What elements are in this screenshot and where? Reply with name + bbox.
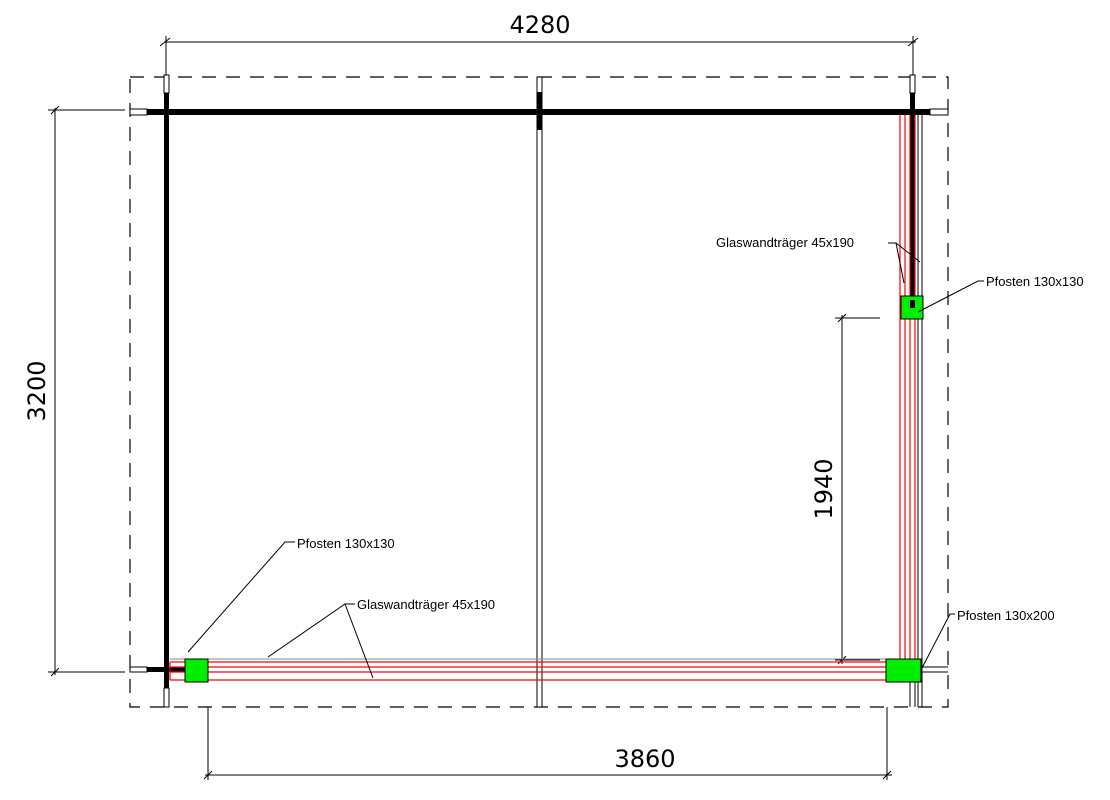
bottom-wall-stub xyxy=(147,667,187,672)
right-wall-top-end xyxy=(909,74,916,94)
bottom-wall-end-left xyxy=(129,666,148,673)
left-wall-top-end xyxy=(163,74,170,94)
left-wall xyxy=(164,93,169,688)
label-glass-beam-bottom: Glaswandträger 45x190 xyxy=(357,597,495,612)
leader-lines xyxy=(187,242,984,679)
dimension-left-label: 3200 xyxy=(23,360,51,421)
post-bottom-right xyxy=(885,658,922,683)
label-post-right: Pfosten 130x130 xyxy=(986,274,1084,289)
dimension-post-label: 1940 xyxy=(810,458,838,519)
dimension-top-label: 4280 xyxy=(509,11,570,39)
middle-rafter xyxy=(536,76,543,708)
post-bottom-left xyxy=(184,658,209,683)
bottom-beam-lines xyxy=(170,658,948,673)
right-wall xyxy=(910,93,915,303)
dimension-post xyxy=(835,313,880,665)
glass-beam-bottom xyxy=(169,661,920,681)
glass-beam-right xyxy=(899,115,916,680)
label-post-bottom-left: Pfosten 130x130 xyxy=(297,536,395,551)
top-wall-end-left xyxy=(129,108,148,116)
right-rafter-lines xyxy=(909,115,923,707)
dimension-bottom xyxy=(203,707,892,780)
dimension-bottom-label: 3860 xyxy=(614,745,675,773)
label-post-bottom-right: Pfosten 130x200 xyxy=(957,608,1055,623)
label-glass-beam-right: Glaswandträger 45x190 xyxy=(716,235,854,250)
right-wall-end xyxy=(910,300,915,308)
top-wall-end-right xyxy=(929,108,949,116)
dimension-left xyxy=(48,105,125,677)
left-wall-bottom-end xyxy=(163,687,170,708)
